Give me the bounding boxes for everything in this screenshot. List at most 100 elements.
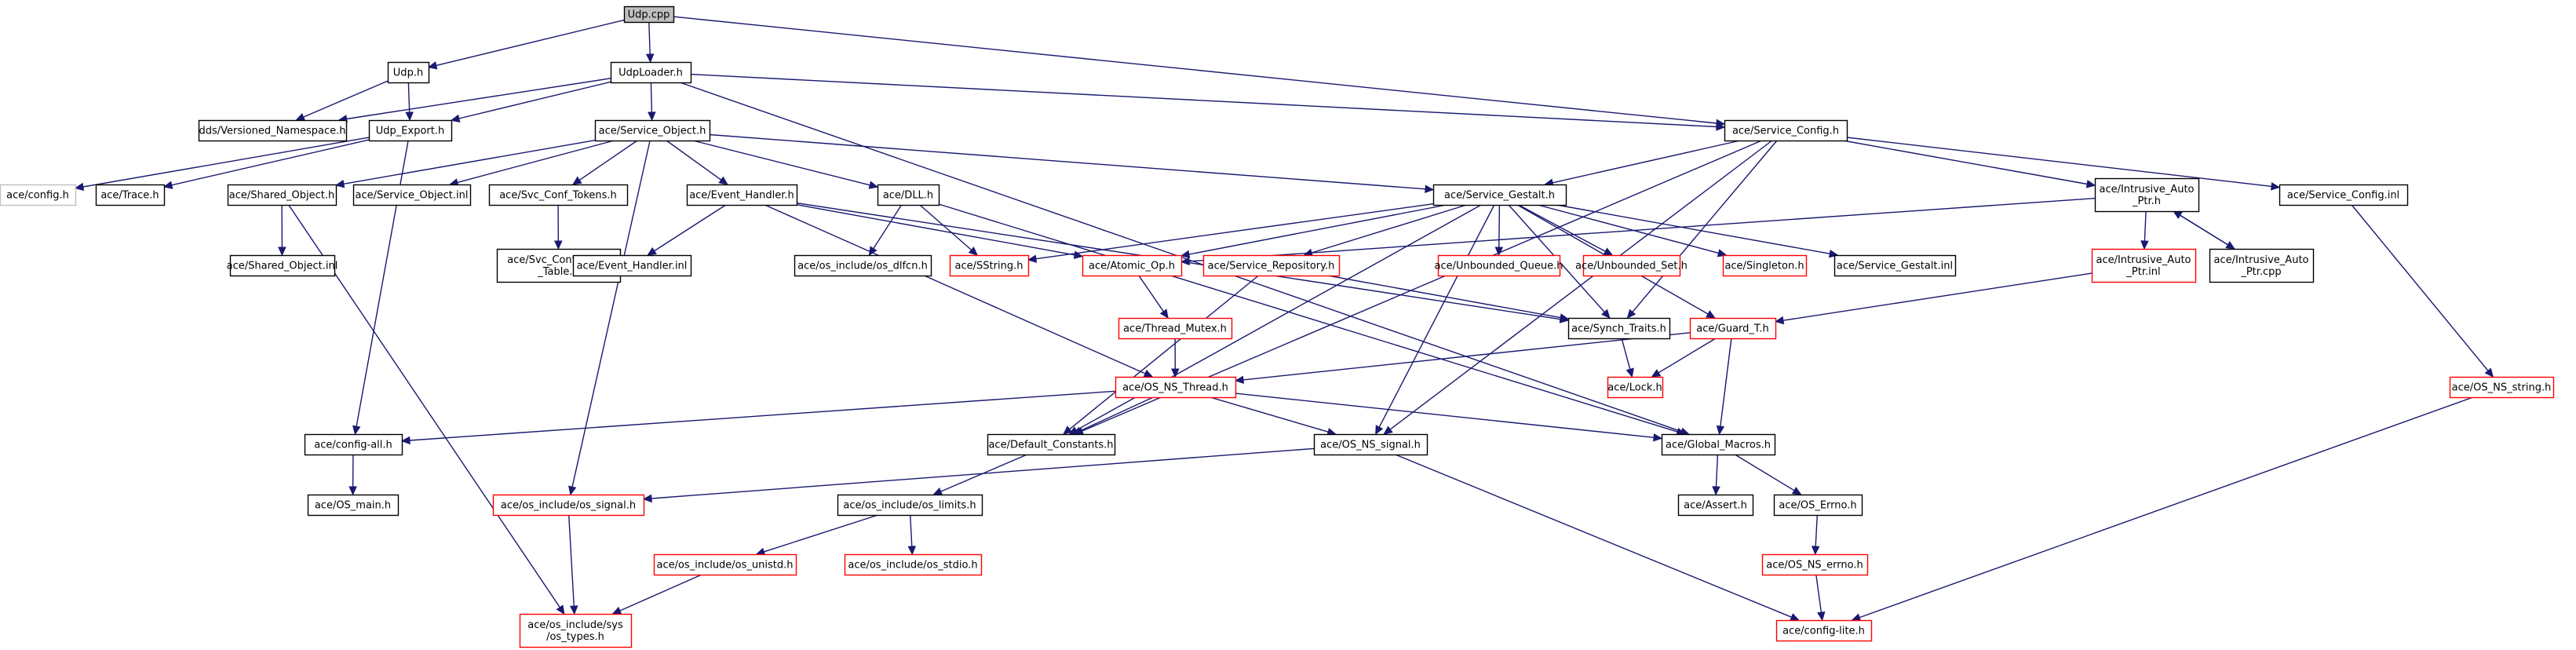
edge-svc_conf_tokens-to-svc_conf_token_table [554, 204, 563, 250]
edge-line [1556, 204, 1830, 254]
edges-layer [74, 16, 2494, 622]
edge-udp_cpp-to-service_config_h [673, 16, 1726, 128]
node-label: ace/Event_Handler.inl [577, 261, 688, 272]
edge-service_object_h-to-event_handler_h [666, 140, 728, 185]
node-service-gestalt-h[interactable]: ace/Service_Gestalt.h [1432, 184, 1567, 206]
node-lock-h[interactable]: ace/Lock.h [1607, 376, 1664, 399]
node-trace-h[interactable]: ace/Trace.h [95, 184, 166, 206]
node-singleton-h[interactable]: ace/Singleton.h [1722, 254, 1808, 277]
node-intrusive-auto-ptr-cpp[interactable]: ace/Intrusive_Auto_Ptr.cpp [2209, 248, 2315, 283]
edge-arrowhead [348, 486, 357, 496]
node-os-types-h[interactable]: ace/os_include/sys/os_types.h [519, 613, 633, 648]
node-atomic-op-h[interactable]: ace/Atomic_Op.h [1082, 254, 1183, 277]
edge-atomic_op_h-to-thread_mutex_h [1138, 275, 1169, 320]
edge-udploader_h-to-service_config_h [690, 73, 1726, 131]
edge-arrowhead [400, 436, 410, 445]
edge-line [666, 140, 722, 181]
edge-arrowhead [645, 53, 655, 64]
node-default-constants-h[interactable]: ace/Default_Constants.h [987, 433, 1116, 456]
edge-arrowhead [2271, 182, 2281, 191]
node-unbounded-set-h[interactable]: ace/Unbounded_Set.h [1575, 254, 1688, 277]
node-udp-cpp[interactable]: Udp.cpp [623, 5, 675, 24]
node-event-handler-inl[interactable]: ace/Event_Handler.inl [572, 254, 692, 277]
node-svc-conf-tokens[interactable]: ace/Svc_Conf_Tokens.h [488, 184, 629, 206]
edge-arrowhead [1159, 309, 1169, 320]
node-os-unistd-h[interactable]: ace/os_include/os_unistd.h [653, 553, 797, 576]
edge-udploader_h-to-service_object_h [648, 82, 656, 122]
edge-os_ns_signal_h-to-config_lite_h [1395, 454, 1800, 621]
node-udploader-h[interactable]: UdpLoader.h [610, 61, 692, 84]
node-box [229, 254, 336, 277]
edge-arrowhead [647, 246, 657, 256]
node-guard-t-h[interactable]: ace/Guard_T.h [1689, 317, 1777, 340]
node-os-errno-h[interactable]: ace/OS_Errno.h [1773, 494, 1863, 517]
node-service-config-inl[interactable]: ace/Service_Config.inl [2279, 184, 2409, 206]
node-label: ace/Default_Constants.h [988, 440, 1113, 451]
node-config-lite-h[interactable]: ace/config-lite.h [1775, 619, 1873, 642]
node-os-ns-errno-h[interactable]: ace/OS_NS_errno.h [1761, 553, 1869, 576]
node-box [1722, 254, 1808, 277]
node-thread-mutex-h[interactable]: ace/Thread_Mutex.h [1118, 317, 1233, 340]
node-label: ace/os_include/os_stdio.h [848, 560, 977, 571]
node-box [794, 254, 932, 277]
node-intrusive-auto-ptr-inl[interactable]: ace/Intrusive_Auto_Ptr.inl [2091, 248, 2197, 283]
node-label: UdpLoader.h [618, 68, 683, 79]
node-label: ace/OS_Errno.h [1779, 500, 1856, 512]
edge-event_handler_h-to-event_handler_inl [647, 204, 727, 256]
node-os-limits-h[interactable]: ace/os_include/os_limits.h [837, 494, 983, 517]
node-label: _Table.h [537, 266, 579, 278]
node-config-all-h[interactable]: ace/config-all.h [304, 433, 403, 456]
edge-line [938, 203, 1678, 433]
node-os-ns-string-h[interactable]: ace/OS_NS_string.h [2449, 376, 2555, 399]
node-sstring-h[interactable]: ace/SString.h [949, 254, 1030, 277]
node-service-object-inl[interactable]: ace/Service_Object.inl [352, 184, 472, 206]
node-dll-h[interactable]: ace/DLL.h [877, 184, 940, 206]
node-box [1677, 494, 1754, 517]
node-service-gestalt-inl[interactable]: ace/Service_Gestalt.inl [1833, 254, 1957, 277]
node-os-signal-h[interactable]: ace/os_include/os_signal.h [492, 494, 645, 517]
node-synch-traits-h[interactable]: ace/Synch_Traits.h [1567, 317, 1671, 340]
edge-line [690, 73, 1717, 128]
node-label: ace/Unbounded_Queue.h [1434, 261, 1563, 272]
node-global-macros-h[interactable]: ace/Global_Macros.h [1661, 433, 1776, 456]
node-service-repository-h[interactable]: ace/Service_Repository.h [1202, 254, 1341, 277]
node-os-dlfcn[interactable]: ace/os_include/os_dlfcn.h [794, 254, 932, 277]
node-unbounded-queue-h[interactable]: ace/Unbounded_Queue.h [1434, 254, 1563, 277]
node-os-ns-signal-h[interactable]: ace/OS_NS_signal.h [1313, 433, 1428, 456]
node-udp-export[interactable]: Udp_Export.h [368, 119, 453, 142]
node-service-config-h[interactable]: ace/Service_Config.h [1724, 119, 1848, 142]
node-versioned-ns[interactable]: dds/Versioned_Namespace.h [198, 119, 348, 142]
edge-line [1842, 140, 2088, 185]
edge-line [873, 204, 903, 249]
node-shared-object-inl[interactable]: ace/Shared_Object.inl [227, 254, 338, 277]
edge-udp_cpp-to-udploader_h [645, 21, 655, 64]
edge-line [654, 204, 727, 252]
edge-service_repository_h-to-synch_traits_h [1327, 275, 1570, 322]
node-box [987, 433, 1116, 456]
edge-udp_export-to-trace_h [162, 139, 370, 189]
node-udp-h[interactable]: Udp.h [387, 61, 430, 84]
node-intrusive-auto-ptr-h[interactable]: ace/Intrusive_Auto_Ptr.h [2094, 177, 2200, 213]
edge-arrowhead [2173, 210, 2183, 220]
edge-os_unistd_h-to-os_types_h [611, 574, 702, 615]
node-os-ns-thread-h[interactable]: ace/OS_NS_Thread.h [1115, 376, 1237, 399]
node-service-object-h[interactable]: ace/Service_Object.h [594, 119, 711, 142]
node-label: _Ptr.h [2132, 195, 2161, 207]
node-box [1689, 317, 1777, 340]
edge-arrowhead [162, 181, 173, 189]
node-assert-h[interactable]: ace/Assert.h [1677, 494, 1754, 517]
node-shared-object-h[interactable]: ace/Shared_Object.h [227, 184, 338, 206]
edge-line [303, 80, 389, 118]
node-config-h[interactable]: ace/config.h [0, 184, 77, 206]
edge-arrowhead [1626, 367, 1634, 378]
edge-arrowhead [278, 246, 286, 257]
edge-event_handler_h-to-os_ns_thread_h [764, 204, 1154, 378]
edge-line [673, 16, 1717, 124]
node-event-handler-h[interactable]: ace/Event_Handler.h [686, 184, 798, 206]
node-os-main-h[interactable]: ace/OS_main.h [307, 494, 400, 517]
node-os-stdio-h[interactable]: ace/os_include/os_stdio.h [844, 553, 983, 576]
node-label: ace/Shared_Object.h [229, 190, 334, 202]
node-label: ace/Trace.h [100, 190, 159, 202]
edge-os_errno_h-to-os_ns_errno_h [1811, 514, 1820, 556]
